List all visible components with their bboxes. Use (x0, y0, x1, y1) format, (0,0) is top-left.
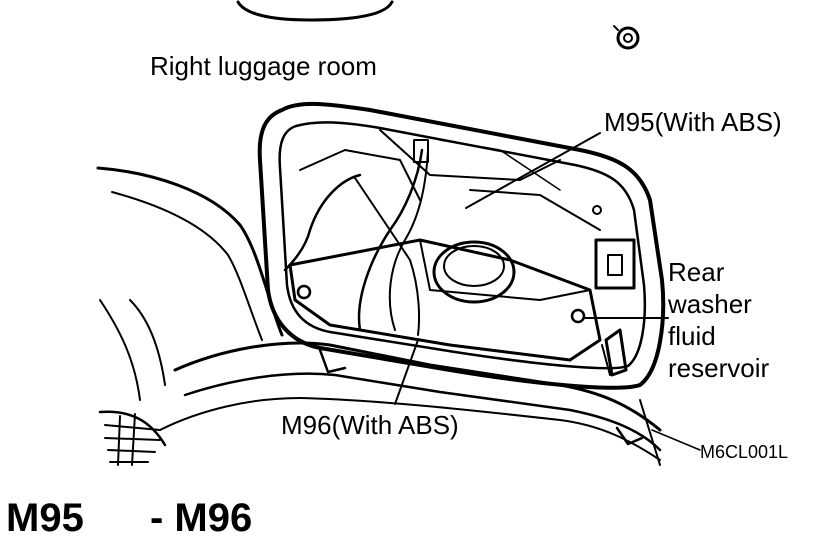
m95-label: M95(With ABS) (604, 107, 782, 137)
reservoir-body (288, 238, 602, 362)
footer-from: M95 (6, 496, 84, 540)
vent-grille (98, 410, 167, 466)
upper-trim (236, 0, 394, 22)
right-luggage-room-label: Right luggage room (150, 51, 377, 81)
left-body-panel (96, 166, 284, 337)
floor-trim (173, 341, 662, 432)
figure-code: M6CL001L (700, 442, 789, 462)
m96-label: M96(With ABS) (281, 410, 459, 440)
bolt-icon (613, 25, 640, 50)
m95-leader (465, 132, 601, 209)
rear-washer-label: Rear washer fluid reservoir (668, 256, 769, 384)
rear-washer-line-2: washer (668, 289, 752, 319)
rear-washer-line-1: Rear (668, 257, 725, 287)
rear-washer-line-4: reservoir (668, 353, 770, 383)
footer-to: - M96 (150, 496, 253, 540)
opening-outer-frame (257, 101, 666, 390)
code-leader (651, 429, 701, 451)
reservoir-cap (432, 240, 516, 304)
m96-leader (394, 339, 419, 405)
connector-block (594, 238, 636, 290)
rear-washer-line-3: fluid (668, 321, 716, 351)
